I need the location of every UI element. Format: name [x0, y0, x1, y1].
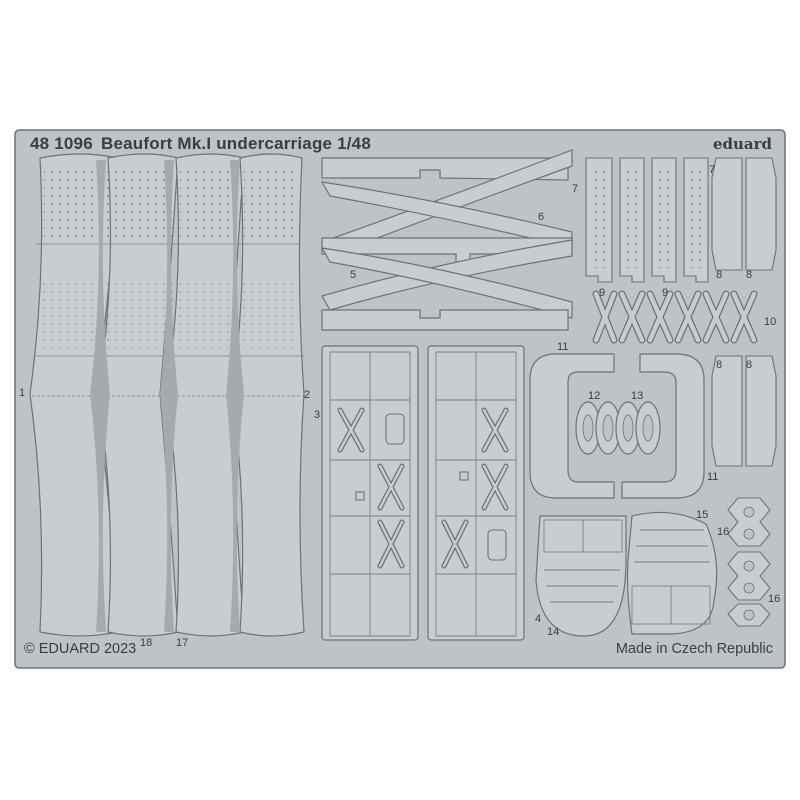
part-9-10-lattice-fill: [593, 291, 757, 343]
part-1-2-door-panels: [29, 153, 305, 637]
cabinet-windows: [355, 413, 507, 561]
part-number: 5: [350, 269, 356, 281]
part-number: 17: [176, 637, 188, 649]
strut-lower-frame: [321, 309, 569, 331]
part-5-6-struts: [320, 149, 573, 331]
copyright-text: © EDUARD 2023: [24, 641, 137, 657]
cabinet-grid: [329, 351, 517, 637]
part-number-labels: 1 2 3 4 5 6 7 7 8 8 8 8 9 9 10 11 11 12 …: [19, 164, 780, 649]
part-16-clips: [727, 497, 771, 627]
strut-x-upper: [321, 149, 573, 257]
part-11-frame: [529, 353, 705, 499]
part-number: 11: [707, 471, 718, 483]
part-number: 10: [764, 316, 776, 328]
part-number: 8: [746, 359, 752, 371]
ring-holes: [582, 414, 654, 442]
part-number: 4: [535, 613, 541, 625]
part-number: 11: [557, 341, 568, 353]
part-number: 9: [599, 287, 605, 299]
part-number: 15: [696, 509, 708, 521]
gates-door-panels: [90, 160, 244, 632]
part-number: 6: [538, 211, 544, 223]
ladder-rivets: [590, 168, 706, 268]
strut-x-upper-b: [320, 181, 573, 249]
part-number: 2: [304, 389, 310, 401]
cabinet-x-braces-inner: [338, 408, 508, 568]
part-number: 9: [662, 287, 668, 299]
origin-text: Made in Czech Republic: [615, 641, 773, 657]
part-number: 7: [709, 164, 715, 176]
part-14-15-oval-panels: [535, 511, 718, 637]
product-title: Beaufort Mk.I undercarriage 1/48: [101, 134, 371, 153]
product-code: 48 1096: [30, 134, 93, 153]
part-number: 13: [631, 390, 643, 402]
part-number: 18: [140, 637, 152, 649]
part-number: 14: [547, 626, 559, 638]
oval-panel-details: [543, 519, 711, 625]
part-number: 16: [768, 593, 780, 605]
strut-x-lower-b: [320, 247, 573, 319]
part-number: 12: [588, 390, 600, 402]
brand-logo: eduard: [712, 135, 772, 153]
part-number: 7: [572, 183, 578, 195]
part-number: 1: [19, 387, 25, 399]
part-number: 16: [717, 526, 729, 538]
part-number: 8: [716, 269, 722, 281]
part-number: 8: [746, 269, 752, 281]
clip-holes: [743, 506, 755, 621]
part-number: 8: [716, 359, 722, 371]
part-8-frames: [711, 157, 777, 467]
part-number: 3: [314, 409, 320, 421]
